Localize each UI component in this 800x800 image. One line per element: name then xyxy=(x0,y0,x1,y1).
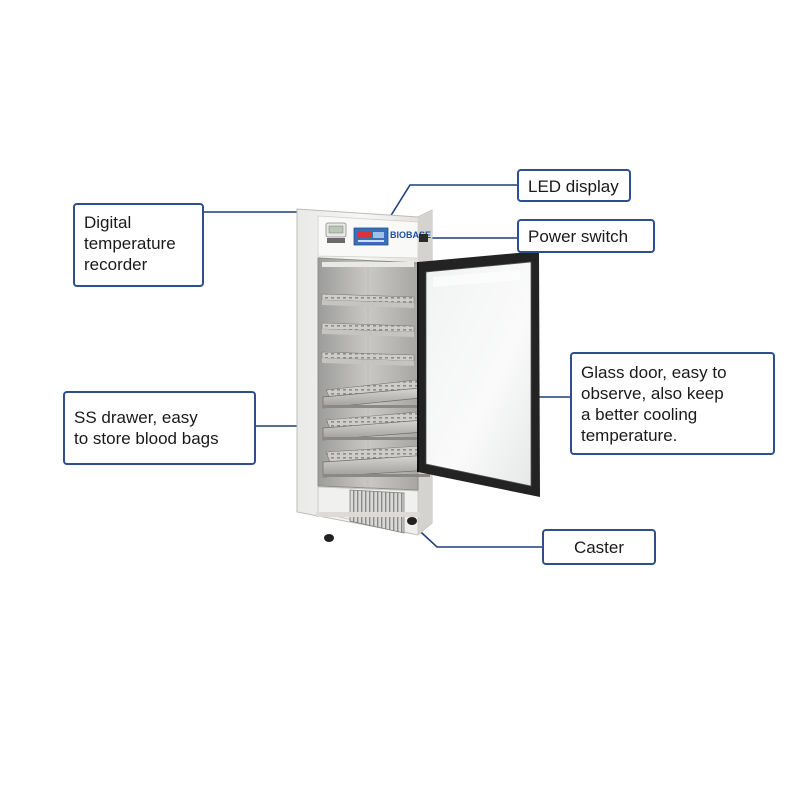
brand-logo: BIOBASE xyxy=(390,230,431,240)
callout-temperature-recorder: Digital temperature recorder xyxy=(73,203,204,287)
vent-grille xyxy=(349,489,405,534)
caster-front-left xyxy=(324,534,334,542)
drawer-3 xyxy=(322,445,431,478)
leader-led xyxy=(384,184,518,226)
temperature-recorder xyxy=(325,222,347,243)
glass-door xyxy=(417,251,540,497)
power-switch xyxy=(419,234,428,242)
cabinet xyxy=(296,208,433,536)
casters xyxy=(324,517,417,542)
leader-caster xyxy=(409,521,543,548)
led-display xyxy=(353,227,389,246)
ss-drawers xyxy=(322,379,431,478)
callout-power-switch: Power switch xyxy=(517,219,655,253)
callout-caster: Caster xyxy=(542,529,656,565)
callout-glass-door: Glass door, easy to observe, also keep a… xyxy=(570,352,775,455)
shelves xyxy=(321,293,415,366)
callout-ss-drawer: SS drawer, easy to store blood bags xyxy=(63,391,256,465)
callout-led-display: LED display xyxy=(517,169,631,202)
cabinet-base xyxy=(316,486,420,536)
caster-front-right xyxy=(407,517,417,525)
